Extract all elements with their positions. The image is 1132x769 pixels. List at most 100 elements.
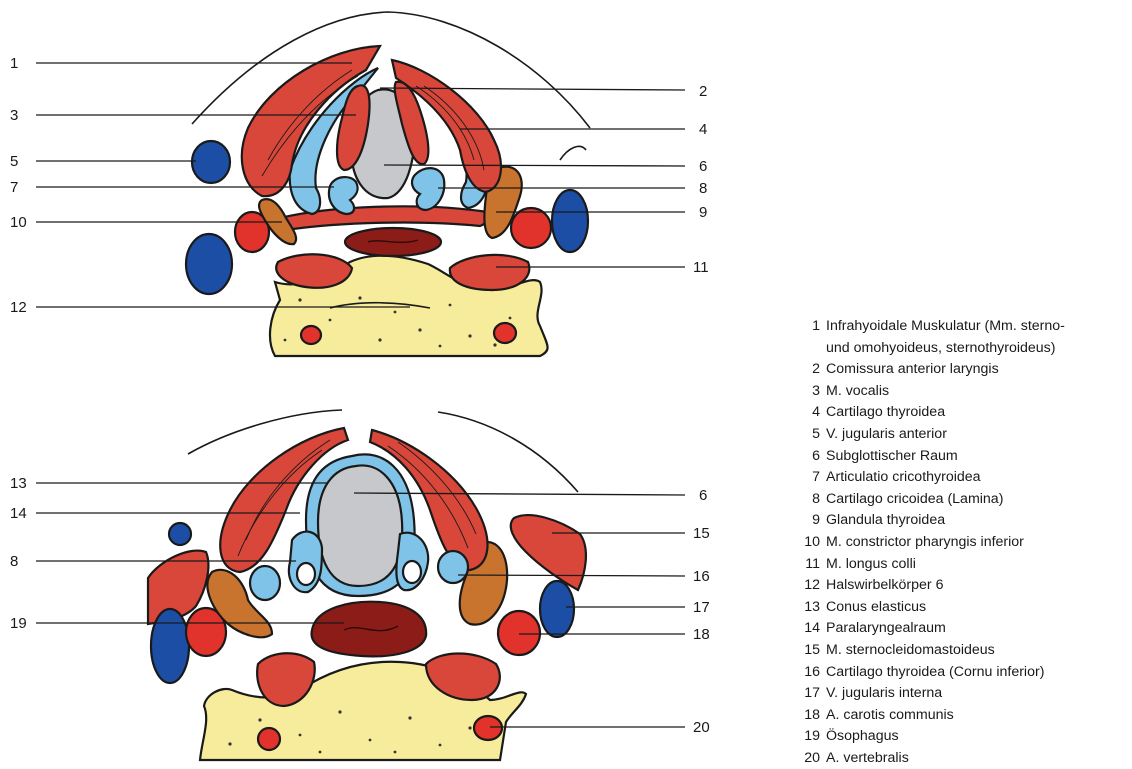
anterior-jugular-left-top — [192, 141, 230, 183]
callout-19: 19 — [10, 615, 27, 632]
callout-10: 10 — [10, 214, 27, 231]
legend-number: 12 — [790, 575, 826, 597]
anterior-jugular-bottom-left — [169, 523, 191, 545]
legend-item: 1Infrahyoidale Muskulatur (Mm. sterno- u… — [790, 316, 1065, 359]
callout-12: 12 — [10, 299, 27, 316]
legend-number: 7 — [790, 467, 826, 489]
legend-text: Infrahyoidale Muskulatur (Mm. sterno- un… — [826, 316, 1065, 359]
legend-number: 19 — [790, 726, 826, 748]
legend-number: 16 — [790, 662, 826, 684]
callout-18: 18 — [693, 626, 710, 643]
legend-number: 18 — [790, 705, 826, 727]
legend-number: 9 — [790, 510, 826, 532]
legend-number: 17 — [790, 683, 826, 705]
legend-text: Paralaryngealraum — [826, 618, 946, 640]
legend-text: V. jugularis anterior — [826, 424, 947, 446]
callout-5: 5 — [10, 153, 18, 170]
carotid-bottom-right — [498, 611, 540, 655]
callout-6-bottom: 6 — [699, 487, 707, 504]
callout-2: 2 — [699, 83, 707, 100]
internal-jugular-right-top — [552, 190, 588, 252]
legend-text: Ösophagus — [826, 726, 899, 748]
legend-text: Articulatio cricothyroidea — [826, 467, 981, 489]
legend-number: 14 — [790, 618, 826, 640]
legend-list: 1Infrahyoidale Muskulatur (Mm. sterno- u… — [790, 316, 1065, 769]
legend-number: 8 — [790, 489, 826, 511]
legend-number: 20 — [790, 748, 826, 769]
longus-colli-left — [276, 254, 352, 287]
skin-outline-bottom-right — [438, 412, 578, 492]
legend-text: Cartilago thyroidea — [826, 402, 945, 424]
legend-number: 5 — [790, 424, 826, 446]
legend-number: 1 — [790, 316, 826, 359]
subglottic-space-bottom — [318, 465, 402, 586]
thyroid-inferior-horn-right — [438, 551, 468, 583]
legend-number: 6 — [790, 446, 826, 468]
longus-colli-right — [450, 255, 530, 290]
legend-text: M. longus colli — [826, 554, 916, 576]
callout-3: 3 — [10, 107, 18, 124]
legend-text: A. carotis communis — [826, 705, 954, 727]
sternocleidomastoid-right — [511, 515, 586, 590]
legend-number: 4 — [790, 402, 826, 424]
legend-number: 10 — [790, 532, 826, 554]
callout-6-top: 6 — [699, 158, 707, 175]
legend-text: Conus elasticus — [826, 597, 926, 619]
legend-item: 9Glandula thyroidea — [790, 510, 1065, 532]
legend-text: Cartilago cricoidea (Lamina) — [826, 489, 1003, 511]
callout-17: 17 — [693, 599, 710, 616]
callout-14: 14 — [10, 505, 27, 522]
vertebral-artery-bottom-right — [474, 716, 502, 740]
callout-8-top: 8 — [699, 180, 707, 197]
legend-item: 12Halswirbelkörper 6 — [790, 575, 1065, 597]
legend-text: V. jugularis interna — [826, 683, 942, 705]
internal-jugular-left-top — [186, 234, 232, 294]
internal-jugular-bottom-right — [540, 581, 574, 637]
vertebral-artery-top-left — [301, 326, 321, 344]
callout-7: 7 — [10, 179, 18, 196]
legend-text: Halswirbelkörper 6 — [826, 575, 943, 597]
legend-item: 5V. jugularis anterior — [790, 424, 1065, 446]
thyroid-inferior-horn-left — [250, 566, 280, 600]
legend-item: 14Paralaryngealraum — [790, 618, 1065, 640]
cricoid-gap-left — [297, 563, 315, 585]
legend-text: Subglottischer Raum — [826, 446, 958, 468]
legend-text: A. vertebralis — [826, 748, 909, 769]
legend-text: M. sternocleidomastoideus — [826, 640, 995, 662]
legend-item: 8Cartilago cricoidea (Lamina) — [790, 489, 1065, 511]
legend-number: 11 — [790, 554, 826, 576]
legend-number: 2 — [790, 359, 826, 381]
legend-item: 20A. vertebralis — [790, 748, 1065, 769]
legend-text: Comissura anterior laryngis — [826, 359, 999, 381]
callout-13: 13 — [10, 475, 27, 492]
vertebral-artery-bottom-left — [258, 728, 280, 750]
vertebral-artery-top-right — [494, 323, 516, 343]
internal-jugular-bottom-left — [151, 609, 189, 683]
carotid-right-top — [511, 208, 551, 248]
callout-15: 15 — [693, 525, 710, 542]
legend-number: 3 — [790, 381, 826, 403]
callout-1: 1 — [10, 55, 18, 72]
legend-text: M. vocalis — [826, 381, 889, 403]
skin-fold-right — [560, 146, 586, 160]
callout-8-bottom: 8 — [10, 553, 18, 570]
legend-number: 15 — [790, 640, 826, 662]
cricoid-lamina-right — [412, 168, 444, 210]
callout-20: 20 — [693, 719, 710, 736]
legend-number: 13 — [790, 597, 826, 619]
bottom-cross-section — [148, 410, 586, 760]
cricoid-gap-right — [403, 561, 421, 583]
callout-4: 4 — [699, 121, 707, 138]
legend-text: Cartilago thyroidea (Cornu inferior) — [826, 662, 1044, 684]
callout-9: 9 — [699, 204, 707, 221]
